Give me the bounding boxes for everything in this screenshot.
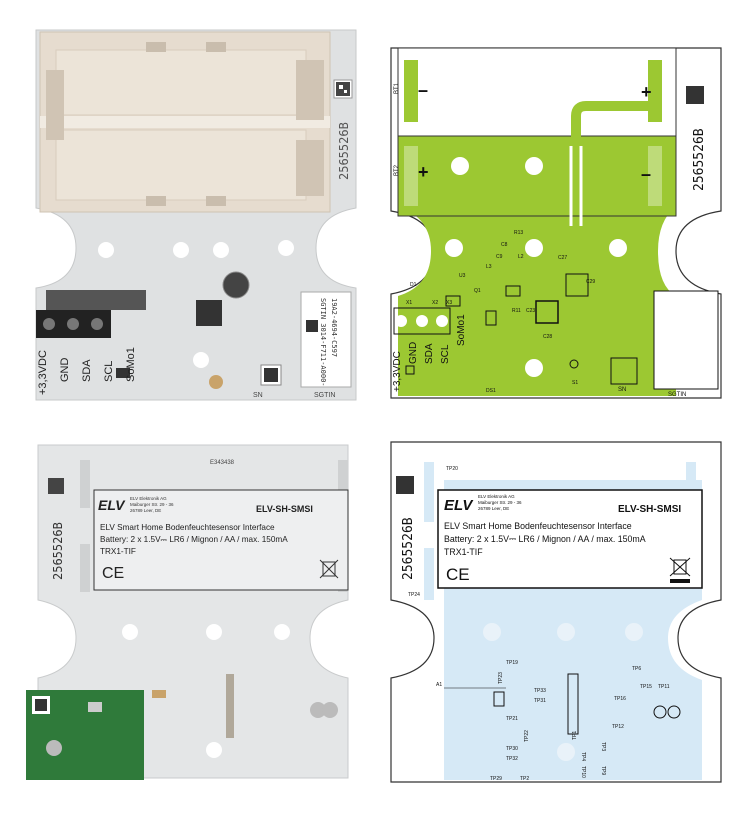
- tp2: TP2: [520, 776, 529, 782]
- comp-r11: R11: [512, 308, 521, 314]
- label-3v3: +3,3VDC: [392, 351, 403, 392]
- tp24: TP24: [408, 592, 420, 598]
- datamatrix-icon: [396, 476, 414, 494]
- photo-trx: TRX1-TIF: [100, 547, 136, 556]
- photo-sn-label: SN: [253, 392, 263, 399]
- tp12: TP12: [612, 724, 624, 730]
- part-number-drawing: 2565526B: [692, 128, 707, 191]
- label-scl: SCL: [440, 344, 451, 364]
- photo-sgtin-label: SGTIN: [314, 392, 335, 399]
- comp-x3: X3: [446, 300, 452, 306]
- photo-sgtin-line2: 19A2-4694-C597: [330, 298, 338, 357]
- battery-spec: Battery: 2 x 1.5V⎓ LR6 / Mignon / AA / m…: [444, 534, 646, 544]
- tp6: TP6: [632, 666, 641, 672]
- comp-c9: C9: [496, 254, 503, 260]
- comp-c28: C28: [543, 334, 552, 340]
- photo-company-line1: ELV Elektronik AG: [130, 496, 167, 501]
- photo-top-side: 2565526B SGTIN 3014-F711-A000- 19A2-4694…: [16, 20, 376, 405]
- comp-c23: C23: [526, 308, 535, 314]
- tp23: TP23: [498, 672, 504, 684]
- tp31: TP31: [534, 698, 546, 704]
- photo-label-3v3: +3,3VDC: [37, 350, 49, 395]
- tp21: TP21: [506, 716, 518, 722]
- comp-c29: C29: [586, 279, 595, 285]
- photo-model: ELV-SH-SMSI: [256, 504, 313, 514]
- company-line2: Maiburger Str. 29 - 36: [478, 500, 522, 505]
- photo-bottom-side: ELV ELV Elektronik AG Maiburger Str. 29 …: [18, 440, 368, 782]
- comp-c27: C27: [558, 255, 567, 261]
- comp-d1: D1: [410, 282, 417, 288]
- ce-mark: CE: [446, 565, 470, 584]
- minus-symbol-bt2: –: [641, 164, 651, 184]
- sn-label: SN: [618, 387, 626, 393]
- photo-company-line3: 26789 Leer, DE: [130, 508, 161, 513]
- photo-ce-mark: CE: [102, 565, 124, 582]
- tp4: TP4: [580, 752, 586, 761]
- tp33: TP33: [534, 688, 546, 694]
- photo-product-name: ELV Smart Home Bodenfeuchtesensor Interf…: [100, 523, 275, 532]
- tp22: TP22: [524, 730, 530, 742]
- weee-bin-icon: [319, 559, 339, 579]
- tp10: TP10: [580, 766, 586, 778]
- a1-label: A1: [436, 682, 442, 688]
- comp-r13: R13: [514, 230, 523, 236]
- datamatrix-icon: [336, 82, 350, 96]
- comp-x2: X2: [432, 300, 438, 306]
- photo-sgtin-line1: SGTIN 3014-F711-A000-: [319, 298, 327, 387]
- comp-x1: X1: [406, 300, 412, 306]
- tp16: TP16: [614, 696, 626, 702]
- datamatrix-icon: [686, 86, 704, 104]
- tp9: TP9: [600, 766, 606, 775]
- sgtin-label: SGTIN: [668, 392, 686, 398]
- tp1: TP1: [572, 731, 578, 740]
- model-name: ELV-SH-SMSI: [618, 504, 681, 515]
- layout-top-side: – + + – BT1 BT2 C29 C28 C27 R13 C9 C8 L2…: [386, 46, 726, 400]
- tp11: TP11: [658, 684, 670, 690]
- layout-bottom-side: ELV ELV Elektronik AG Maiburger Str. 29 …: [386, 440, 726, 785]
- photo-label-scl: SCL: [103, 361, 115, 382]
- tp3: TP3: [600, 742, 606, 751]
- company-line1: ELV Elektronik AG: [478, 494, 515, 499]
- plus-symbol-bt2: +: [418, 162, 429, 182]
- part-number-back: 2565526B: [401, 517, 416, 580]
- comp-l3: L3: [486, 264, 492, 270]
- tp15: TP15: [640, 684, 652, 690]
- bt1-label: BT1: [394, 82, 400, 94]
- part-number: 2565526B: [337, 122, 351, 180]
- tp32: TP32: [506, 756, 518, 762]
- minus-symbol-bt1: –: [418, 80, 428, 100]
- weee-bin-icon: [669, 557, 691, 583]
- photo-label-gnd: GND: [59, 358, 71, 383]
- tp29: TP29: [490, 776, 502, 782]
- label-sda: SDA: [424, 343, 435, 364]
- photo-brand-logo: ELV: [98, 497, 126, 513]
- comp-u3: U3: [459, 273, 466, 279]
- photo-company-line2: Maiburger Str. 29 - 36: [130, 502, 174, 507]
- company-line3: 26789 Leer, DE: [478, 506, 509, 511]
- comp-c8: C8: [501, 242, 508, 248]
- tp19: TP19: [506, 660, 518, 666]
- label-gnd: GND: [408, 342, 419, 364]
- comp-l2: L2: [518, 254, 524, 260]
- product-name: ELV Smart Home Bodenfeuchtesensor Interf…: [444, 521, 632, 531]
- comp-q1: Q1: [474, 288, 481, 294]
- tp30: TP30: [506, 746, 518, 752]
- photo-part-number-back: 2565526B: [51, 522, 65, 580]
- photo-battery-spec: Battery: 2 x 1.5V⎓ LR6 / Mignon / AA / m…: [100, 535, 288, 544]
- trx-type: TRX1-TIF: [444, 547, 483, 557]
- brand-logo: ELV: [444, 497, 474, 514]
- plus-symbol-bt1: +: [641, 82, 652, 102]
- label-somo: SoMo1: [456, 314, 467, 346]
- photo-label-sda: SDA: [81, 359, 93, 382]
- photo-label-somo: SoMo1: [125, 347, 137, 382]
- tp20: TP20: [446, 466, 458, 472]
- bt2-label: BT2: [394, 164, 400, 176]
- photo-lot-code: E343438: [210, 460, 235, 466]
- comp-s1: S1: [572, 380, 578, 386]
- comp-ds1: DS1: [486, 388, 496, 394]
